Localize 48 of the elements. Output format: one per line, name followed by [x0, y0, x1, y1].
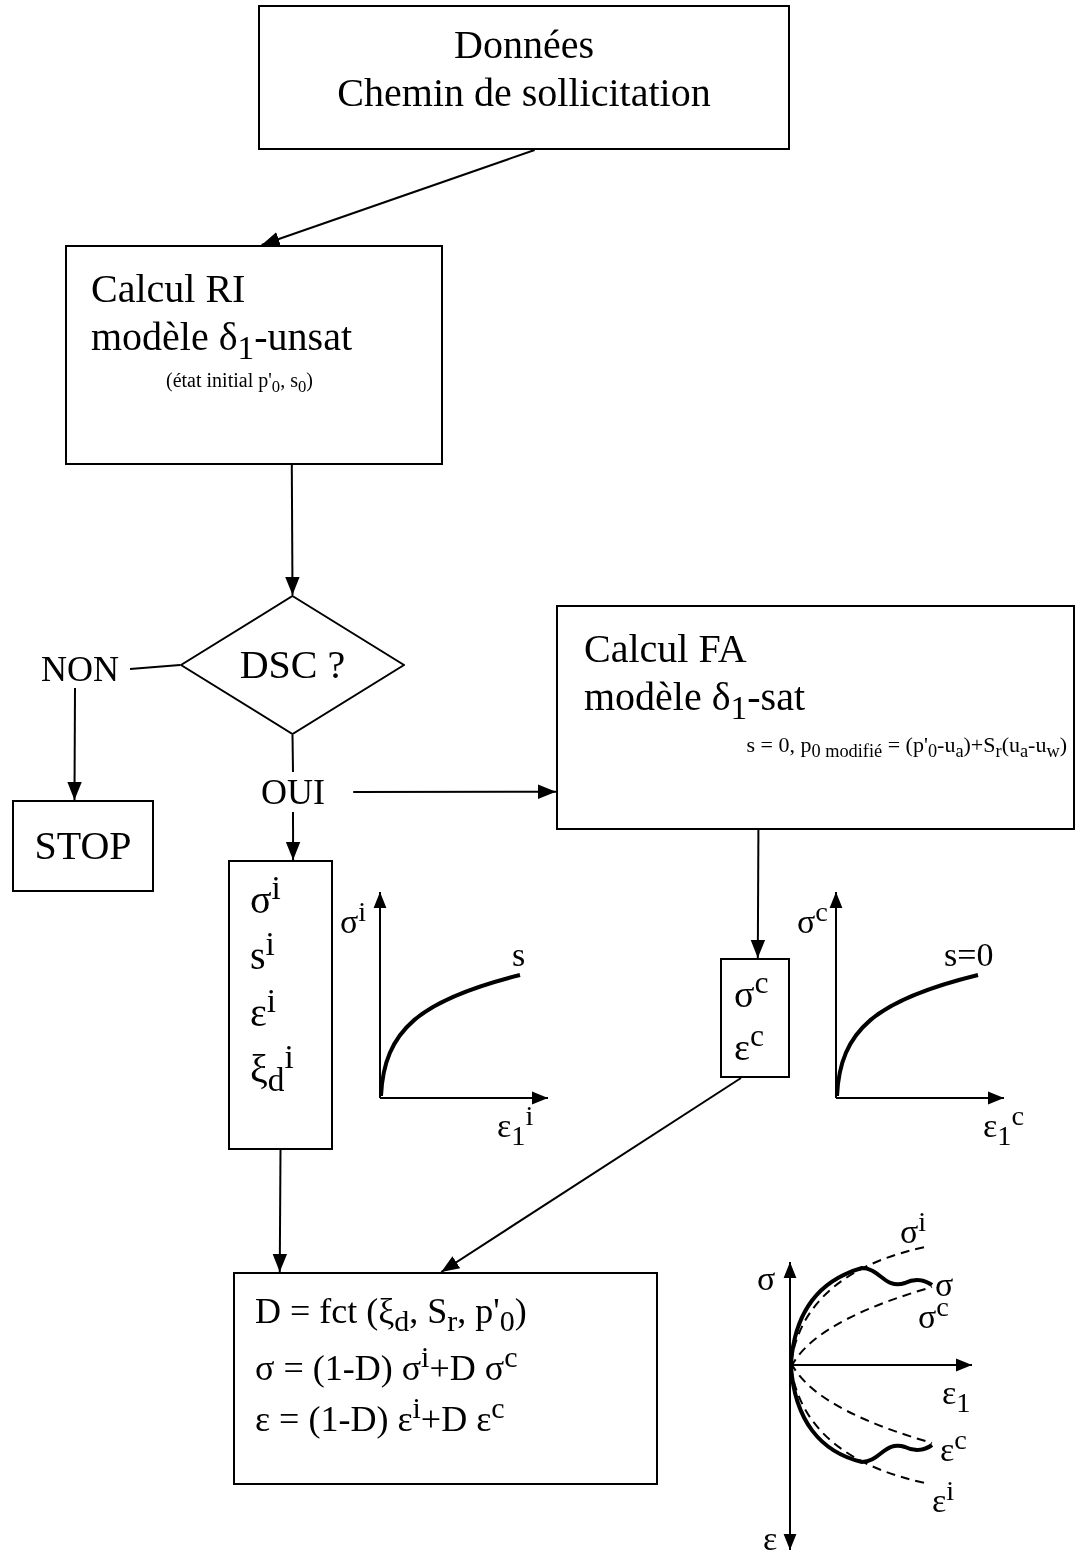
- variable-box: [228, 860, 333, 1150]
- arrow: [352, 784, 557, 799]
- branch-label: OUI: [250, 772, 336, 812]
- axis-label: s=0: [944, 938, 994, 972]
- decision-diamond: [180, 595, 405, 735]
- axis-label: ε$^{i}$: [932, 1477, 955, 1519]
- axis-label: ε$_{1}$: [942, 1376, 971, 1418]
- arrow: [285, 464, 300, 596]
- arrow: [67, 687, 82, 801]
- node-text: Chemin de sollicitation: [336, 69, 712, 117]
- node-text: modèle δ$_{1}$-unsat: [91, 313, 354, 368]
- stop-box: [12, 800, 154, 892]
- node-text: Calcul RI: [91, 265, 247, 313]
- arrow: [285, 811, 301, 861]
- axis-label: σ: [757, 1262, 776, 1296]
- node-text: ε$^{i}$: [250, 980, 278, 1037]
- axis-label: s: [512, 938, 526, 972]
- arrow: [260, 149, 536, 246]
- node-text: σ$^{i}$: [250, 868, 282, 925]
- node-text: σ = (1-D) σ$^{i}$+D σ$^{c}$: [255, 1339, 519, 1391]
- arrow: [272, 1149, 288, 1273]
- decision-text: DSC ?: [239, 641, 346, 689]
- process-box: [556, 605, 1075, 830]
- node-text: modèle δ$_{1}$-sat: [584, 673, 807, 728]
- node-text: ε = (1-D) ε$^{i}$+D ε$^{c}$: [255, 1390, 506, 1442]
- node-text: STOP: [33, 822, 133, 870]
- variable-box: [720, 958, 790, 1078]
- node-text: ε$^{c}$: [734, 1017, 766, 1070]
- connector-line: [129, 664, 181, 670]
- node-text: Données: [453, 21, 595, 69]
- axis-label: σ$^{i}$: [900, 1208, 927, 1250]
- node-text: D = fct (ξ$_{d}$, S$_{r}$, p'$_{0}$): [255, 1290, 528, 1340]
- node-text: σ$^{c}$: [734, 964, 770, 1017]
- note-text: (état initial p'$_{0}$, s$_{0}$): [165, 368, 314, 397]
- formula-box: [233, 1272, 658, 1485]
- note-text: s = 0, p$_{0 modifié}$ = (p'$_{0}$-u$_{a}$)+S$_{r}$(u$_{a}$-u$_{w}$): [745, 732, 1067, 764]
- arrow: [440, 1077, 742, 1273]
- branch-label: NON: [30, 650, 130, 688]
- axis-label: σ$^{c}$: [797, 898, 828, 940]
- arrow: [750, 829, 766, 959]
- axis-label: ε: [763, 1522, 778, 1556]
- process-box: [258, 5, 790, 150]
- process-box: [65, 245, 443, 465]
- axis-label: ε$^{c}$: [940, 1426, 967, 1468]
- node-text: s$^{i}$: [250, 924, 276, 981]
- node-text: Calcul FA: [584, 625, 748, 673]
- connector-line: [291, 734, 294, 773]
- axis-label: σ$^{i}$: [340, 898, 367, 940]
